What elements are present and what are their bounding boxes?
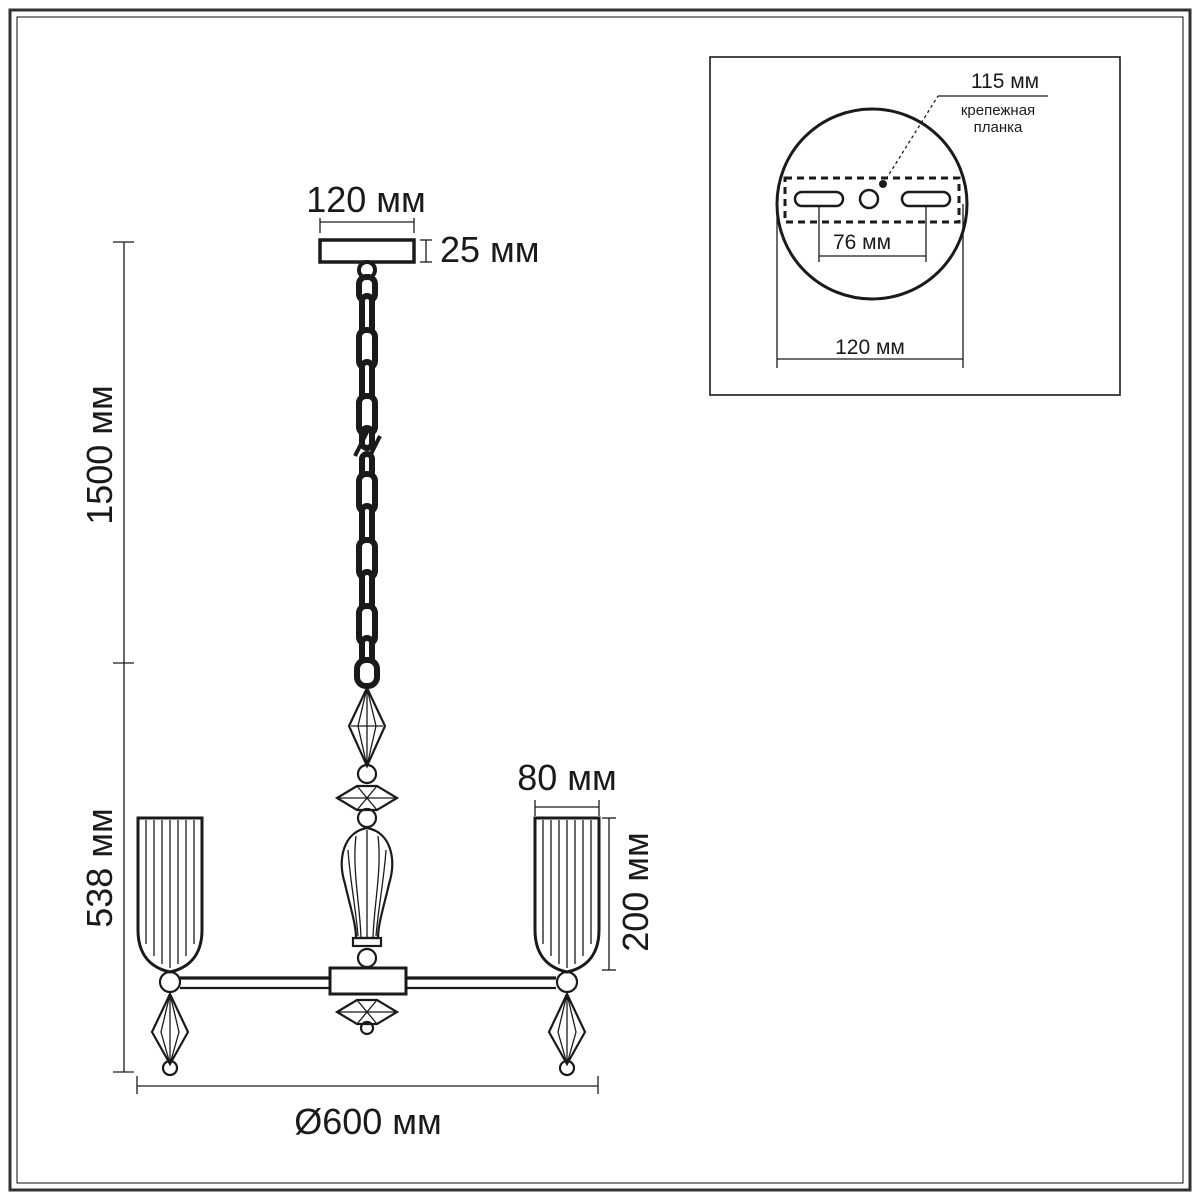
dimension-suspension: 1500 мм 538 мм xyxy=(79,241,134,1073)
arms xyxy=(180,976,556,990)
plate-label-line2: планка xyxy=(974,119,1023,136)
body-height-label: 538 мм xyxy=(79,808,120,928)
hub-block xyxy=(328,966,408,996)
chain-break-mark-1 xyxy=(353,429,370,457)
central-column xyxy=(328,685,408,1036)
canopy-width-label: 120 мм xyxy=(306,179,426,220)
mounting-plate xyxy=(783,176,961,224)
canopy-body xyxy=(318,238,416,264)
diameter-label: Ø600 мм xyxy=(294,1101,442,1142)
mount-slot-right xyxy=(900,190,952,208)
base-diameter-label: 120 мм xyxy=(835,336,905,359)
canopy: 120 мм 25 мм xyxy=(306,179,539,270)
inner-frame xyxy=(16,16,1184,1184)
suspension-height-label: 1500 мм xyxy=(79,385,120,525)
lamp-right xyxy=(533,816,601,1077)
dimension-shade: 80 мм 200 мм xyxy=(517,757,656,971)
mount-center-hole xyxy=(858,188,880,210)
hole-spacing-label: 76 мм xyxy=(833,231,891,254)
plate-size-label: 115 мм xyxy=(971,70,1039,93)
chain xyxy=(353,260,382,689)
outer-frame xyxy=(8,8,1192,1192)
shade-width-label: 80 мм xyxy=(517,757,617,798)
lamp-left xyxy=(136,816,204,1077)
plate-label-line1: крепежная xyxy=(961,102,1035,119)
leader-line xyxy=(882,95,939,185)
canopy-height-label: 25 мм xyxy=(440,229,540,270)
dimension-diameter: Ø600 мм xyxy=(136,1076,599,1142)
mount-inset: 115 мм крепежная планка 76 мм 120 мм xyxy=(709,56,1121,396)
shade-height-label: 200 мм xyxy=(615,832,656,952)
mount-slot-left xyxy=(793,190,845,208)
